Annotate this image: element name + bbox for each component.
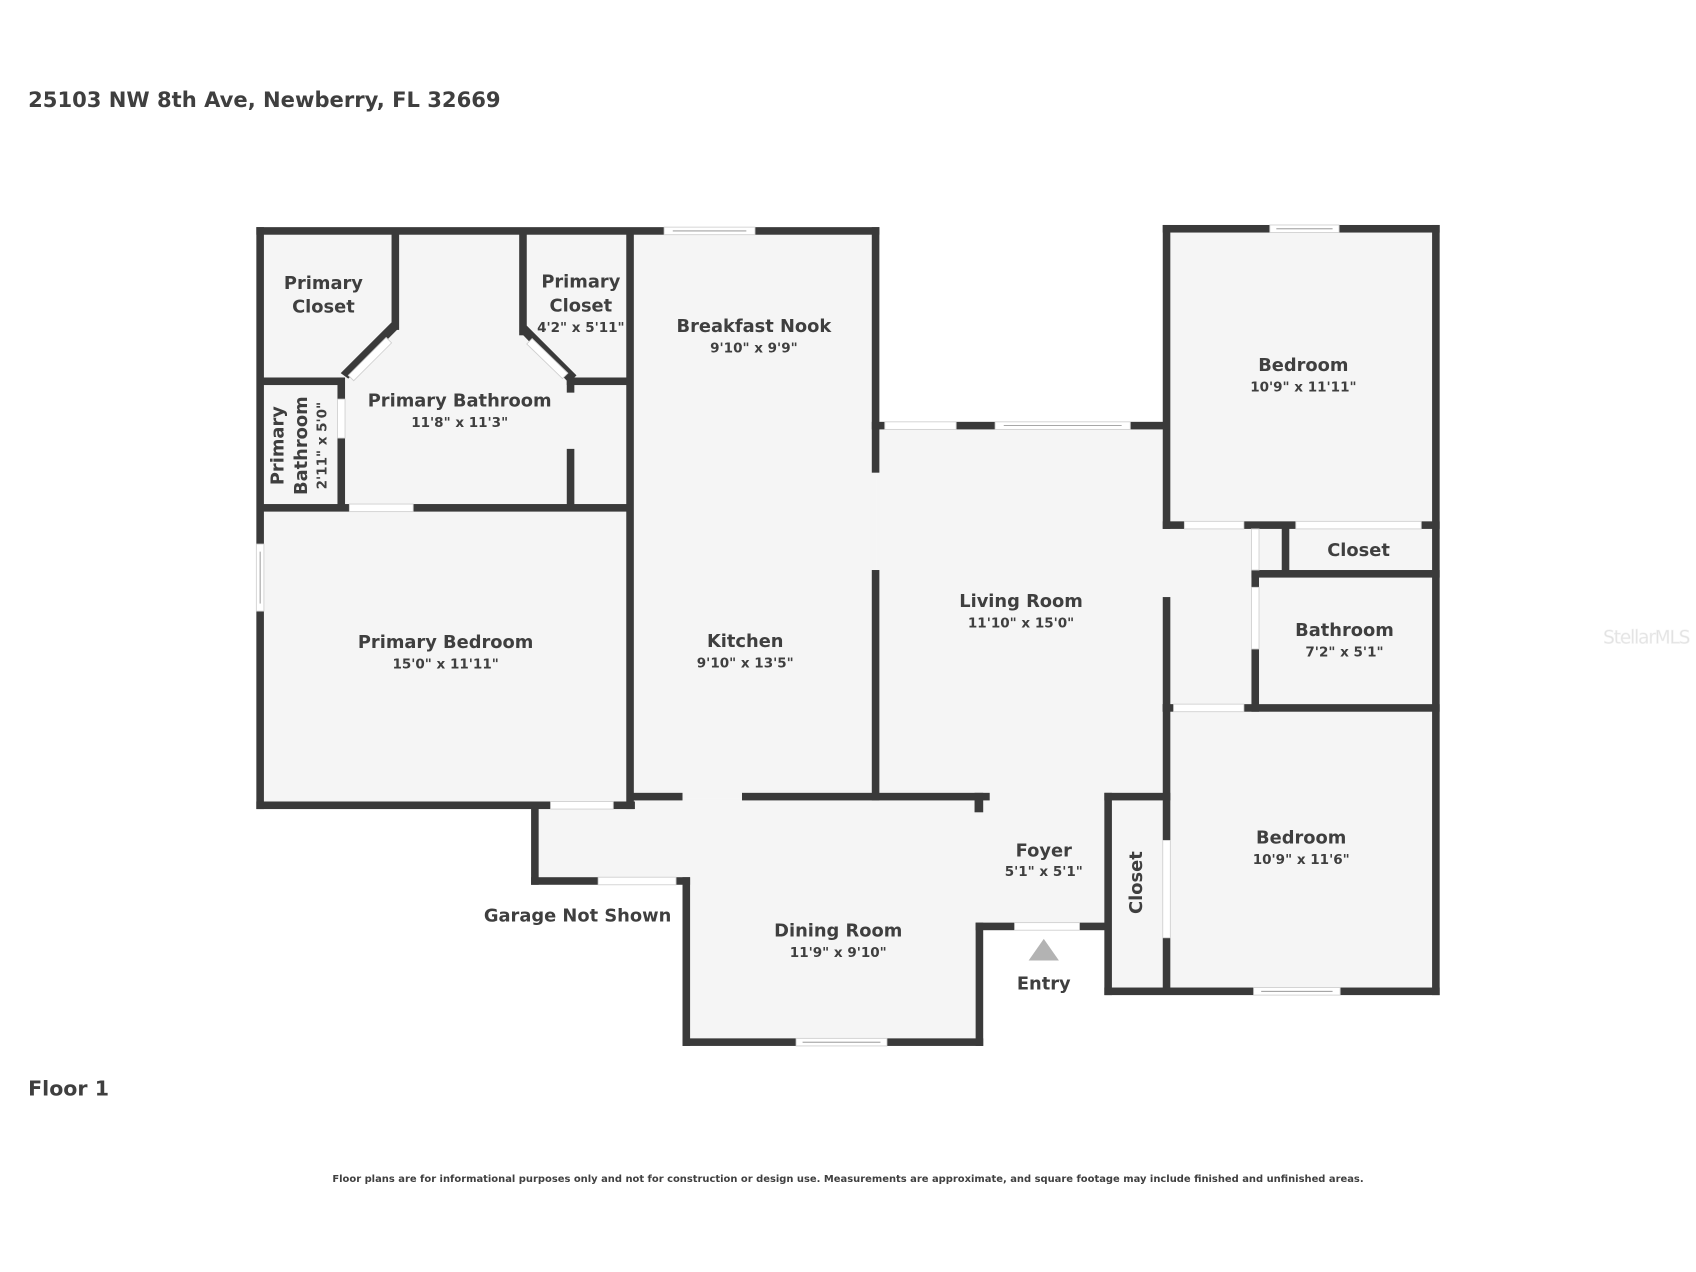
- openings: [255, 224, 1422, 1047]
- room-name: Closet: [1327, 540, 1390, 561]
- room-name: Bedroom: [1256, 828, 1346, 849]
- room-living-room: Living Room 11'10" x 15'0": [959, 591, 1083, 632]
- room-name: Bathroom: [291, 396, 312, 495]
- room-name: Breakfast Nook: [677, 316, 833, 337]
- room-dims: 2'11" x 5'0": [315, 402, 331, 490]
- floor-label: Floor 1: [28, 1077, 109, 1101]
- room-primary-bedroom: Primary Bedroom 15'0" x 11'11": [358, 632, 534, 673]
- room-name: Primary: [284, 273, 363, 294]
- room-kitchen: Kitchen 9'10" x 13'5": [697, 631, 794, 672]
- floor-fills: [260, 231, 1436, 1044]
- room-dims: 5'1" x 5'1": [1005, 864, 1083, 880]
- room-dims: 9'10" x 13'5": [697, 655, 794, 671]
- room-breakfast-nook: Breakfast Nook 9'10" x 9'9": [677, 316, 833, 357]
- room-closet-vertical: Closet: [1126, 851, 1147, 914]
- room-primary-closet-left: Primary Closet: [284, 273, 363, 318]
- room-name: Primary Bedroom: [358, 632, 534, 653]
- room-dims: 15'0" x 11'11": [392, 656, 498, 672]
- room-dims: 7'2" x 5'1": [1305, 645, 1383, 661]
- room-dims: 11'8" x 11'3": [411, 415, 508, 431]
- address-title: 25103 NW 8th Ave, Newberry, FL 32669: [28, 87, 500, 112]
- room-foyer: Foyer 5'1" x 5'1": [1005, 841, 1083, 880]
- room-name: Primary: [267, 406, 288, 485]
- room-name: Primary: [541, 272, 620, 293]
- disclaimer-text: Floor plans are for informational purpos…: [332, 1174, 1363, 1185]
- room-name: Bedroom: [1258, 355, 1348, 376]
- room-name: Closet: [550, 296, 613, 317]
- room-name: Living Room: [959, 591, 1083, 612]
- room-name: Closet: [1126, 851, 1147, 914]
- room-name: Primary Bathroom: [368, 391, 552, 412]
- watermark: StellarMLS: [1603, 628, 1690, 649]
- garage-note: Garage Not Shown: [484, 906, 671, 927]
- room-dims: 10'9" x 11'6": [1253, 852, 1350, 868]
- room-dims: 11'9" x 9'10": [790, 945, 887, 961]
- room-bathroom: Bathroom 7'2" x 5'1": [1295, 620, 1394, 661]
- room-bedroom-bottom: Bedroom 10'9" x 11'6": [1253, 828, 1350, 869]
- entry-label: Entry: [1017, 974, 1071, 995]
- room-name: Kitchen: [707, 631, 784, 652]
- room-primary-closet-right: Primary Closet 4'2" x 5'11": [537, 272, 625, 336]
- room-dims: 10'9" x 11'11": [1250, 380, 1356, 396]
- room-dims: 4'2" x 5'11": [537, 320, 625, 336]
- room-name: Bathroom: [1295, 620, 1394, 641]
- entry-arrow-icon: [1028, 938, 1059, 961]
- room-name: Dining Room: [774, 921, 902, 942]
- room-primary-bathroom-small: Primary Bathroom 2'11" x 5'0": [267, 396, 330, 495]
- room-bedroom-top: Bedroom 10'9" x 11'11": [1250, 355, 1356, 396]
- room-name: Foyer: [1016, 841, 1072, 862]
- room-dims: 9'10" x 9'9": [710, 341, 798, 357]
- room-dims: 11'10" x 15'0": [968, 615, 1074, 631]
- room-dining-room: Dining Room 11'9" x 9'10": [774, 921, 902, 962]
- room-closet-right: Closet: [1327, 540, 1390, 561]
- room-name: Closet: [292, 297, 355, 318]
- room-primary-bathroom: Primary Bathroom 11'8" x 11'3": [368, 391, 552, 432]
